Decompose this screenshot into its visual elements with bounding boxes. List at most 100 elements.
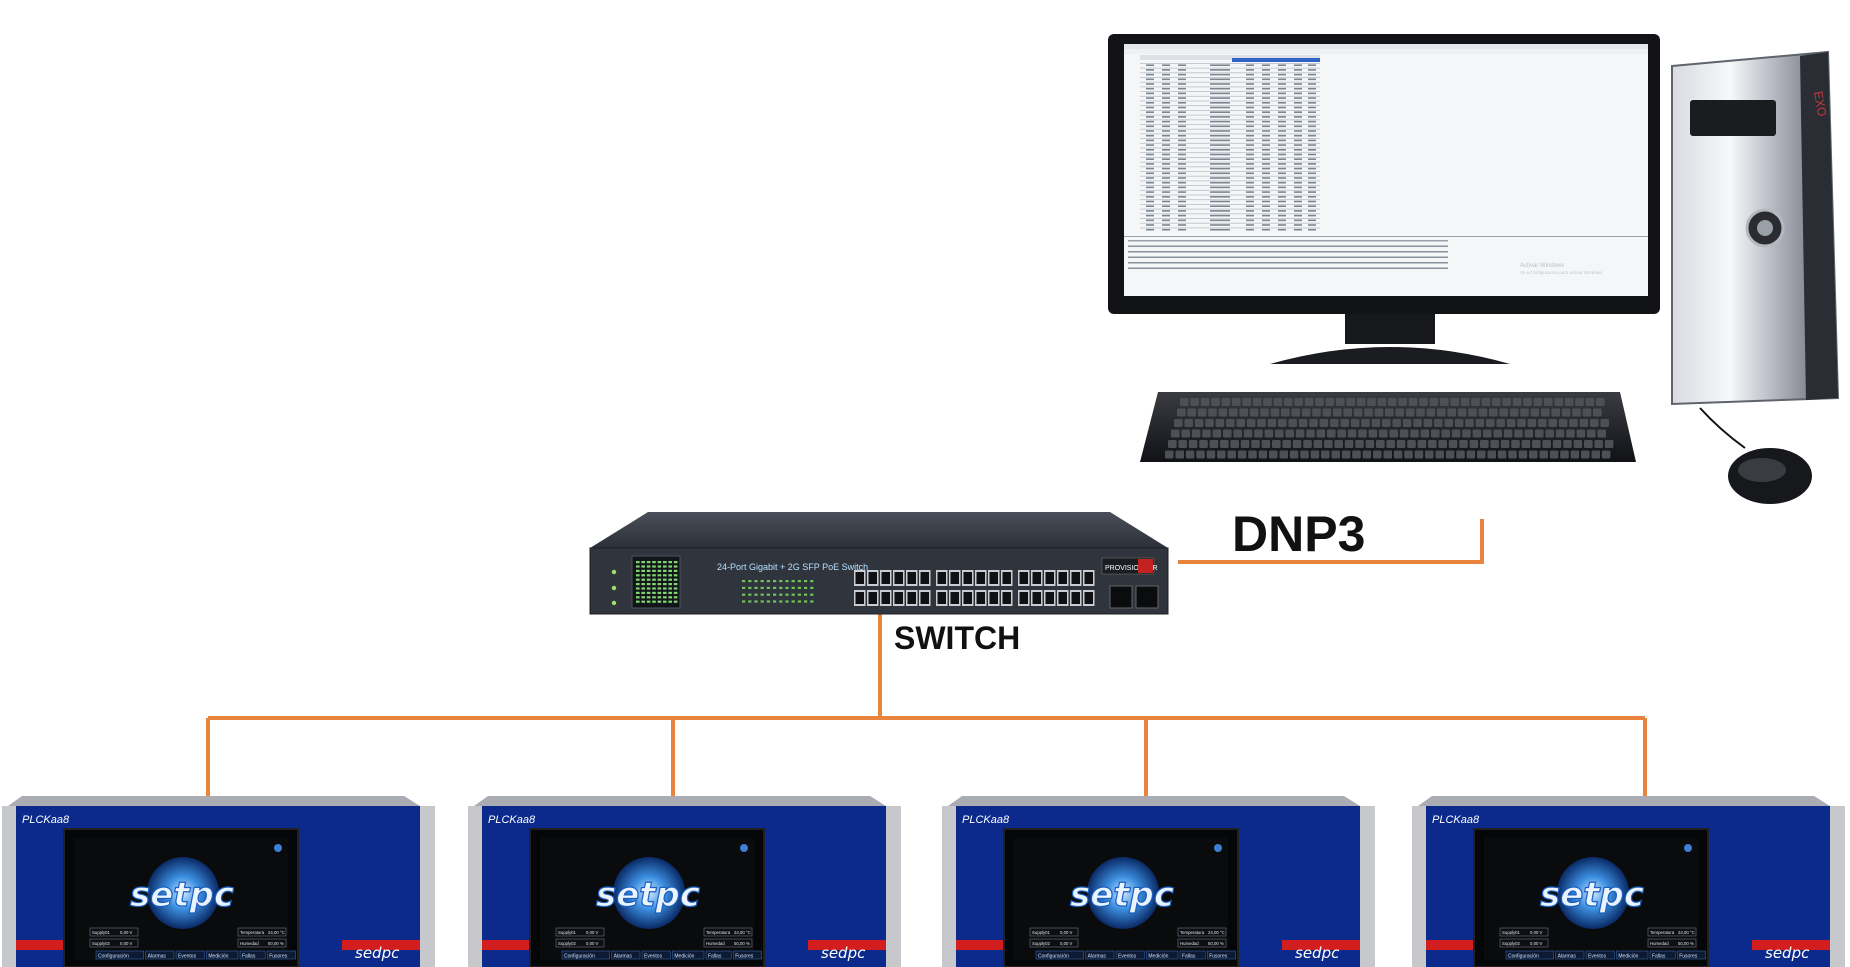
plc-field-label: Supply02	[558, 941, 577, 946]
plc-tab[interactable]: Medición	[674, 954, 694, 960]
plc-tab-bg	[1555, 950, 1585, 960]
plc-field-value: 0,00 V	[120, 941, 133, 946]
device-table	[1128, 240, 1448, 269]
plc-field-label: Humedad	[240, 941, 259, 946]
plc-field-label: Temperatura	[1650, 930, 1675, 935]
plc-tab[interactable]: Fallas	[708, 954, 722, 960]
plc-model-label: PLCKaa8	[1432, 814, 1480, 826]
plc-tab[interactable]: Alarmas	[614, 954, 633, 960]
plc-tab[interactable]: Medición	[1618, 954, 1638, 960]
plc-field-value: 0,00 V	[586, 930, 599, 935]
plc-tab-bg	[1035, 950, 1084, 960]
plc-tab[interactable]: Medición	[208, 954, 228, 960]
plc-model-label: PLCKaa8	[962, 814, 1010, 826]
plc-field-label: Supply01	[92, 930, 111, 935]
plc-field-value: 0,00 V	[1060, 941, 1073, 946]
plc-field-value: 24,00 °C	[734, 930, 751, 935]
plc-tab[interactable]: Configuración	[564, 954, 595, 960]
plc-tab[interactable]: Eventos	[178, 954, 197, 960]
plc-tab[interactable]: Eventos	[1118, 954, 1137, 960]
switch-ports	[854, 570, 1095, 606]
plc-model-label: PLCKaa8	[488, 814, 536, 826]
plc-tab[interactable]: Fallas	[1652, 954, 1666, 960]
plc-tab[interactable]: Fusores	[1679, 954, 1698, 960]
plc-tab-bg	[95, 950, 144, 960]
plc-tab-bg	[266, 950, 296, 960]
vendor-logo: sedpc	[355, 944, 400, 962]
plc-tab[interactable]: Eventos	[1588, 954, 1607, 960]
plc-field-value: 50,00 %	[734, 941, 750, 946]
plc-tab-bg	[1146, 950, 1179, 960]
watermark-title: Activar Windows	[1520, 263, 1564, 269]
plc-tab-bg	[175, 950, 205, 960]
vendor-logo: sedpc	[1295, 944, 1340, 962]
plc-tab-bg	[561, 950, 610, 960]
plc-tab[interactable]: Eventos	[644, 954, 663, 960]
mouse	[1728, 448, 1812, 504]
plc-tab[interactable]: Fusores	[269, 954, 288, 960]
plc-tab[interactable]: Alarmas	[1558, 954, 1577, 960]
event-table	[1140, 63, 1320, 231]
plc-field-label: Supply02	[1502, 941, 1521, 946]
plc-field-value: 24,00 °C	[1678, 930, 1695, 935]
plc-field-value: 0,00 V	[1530, 930, 1543, 935]
plc-tab[interactable]: Fusores	[1209, 954, 1228, 960]
plc-field-label: Supply02	[92, 941, 111, 946]
plc-field-label: Humedad	[1650, 941, 1669, 946]
dnp3-link	[1178, 519, 1484, 564]
globe-logo	[1557, 857, 1629, 929]
plc-field-value: 24,00 °C	[1208, 930, 1225, 935]
plc-field-label: Humedad	[706, 941, 725, 946]
plc-tab[interactable]: Configuración	[1038, 954, 1069, 960]
plc-field-value: 50,00 %	[1678, 941, 1694, 946]
plc-field-value: 24,00 °C	[268, 930, 285, 935]
vendor-logo: sedpc	[821, 944, 866, 962]
plc-field-label: Supply01	[1502, 930, 1521, 935]
plc-field-value: 0,00 V	[120, 930, 133, 935]
plc-tab[interactable]: Fallas	[1182, 954, 1196, 960]
plc-field-label: Temperatura	[240, 930, 265, 935]
plc-tab-bg	[1649, 950, 1676, 960]
plc-field-label: Temperatura	[1180, 930, 1205, 935]
plc-model-label: PLCKaa8	[22, 814, 70, 826]
globe-logo	[613, 857, 685, 929]
monitor: Activar Windows Ve a Configuración para …	[1108, 34, 1660, 364]
plc-tab[interactable]: Fusores	[735, 954, 754, 960]
plc-tab-bg	[705, 950, 732, 960]
plc-field-value: 0,00 V	[586, 941, 599, 946]
plc-field-value: 0,00 V	[1530, 941, 1543, 946]
screen-logo: setpc	[1070, 875, 1174, 915]
screen-logo: setpc	[1540, 875, 1644, 915]
switch-model-text: 24-Port Gigabit + 2G SFP PoE Switch	[717, 562, 868, 572]
plc-tab[interactable]: Alarmas	[148, 954, 167, 960]
dnp3-label: DNP3	[1232, 506, 1366, 562]
plc-tab[interactable]: Configuración	[1508, 954, 1539, 960]
plc-tab[interactable]: Alarmas	[1088, 954, 1107, 960]
plc-tab[interactable]: Medición	[1148, 954, 1168, 960]
plc-tab[interactable]: Fallas	[242, 954, 256, 960]
watermark-subtitle: Ve a Configuración para activar Windows	[1520, 270, 1603, 275]
plc-tab-bg	[611, 950, 641, 960]
plc-tab-bg	[239, 950, 266, 960]
plc-tab-bg	[1616, 950, 1649, 960]
plc-tab-bg	[206, 950, 239, 960]
plc-tab-bg	[1115, 950, 1145, 960]
network-switch: 24-Port Gigabit + 2G SFP PoE Switch PROV…	[589, 512, 1169, 615]
screen-logo: setpc	[130, 875, 234, 915]
globe-logo	[1087, 857, 1159, 929]
plc-tab-bg	[732, 950, 762, 960]
plc-tab-bg	[1585, 950, 1615, 960]
case-brand: EXO	[1811, 90, 1829, 117]
plc-tab[interactable]: Configuración	[98, 954, 129, 960]
plc-tab-bg	[1676, 950, 1706, 960]
plc-field-label: Supply01	[1032, 930, 1051, 935]
plc-field-label: Humedad	[1180, 941, 1199, 946]
plc-tab-bg	[145, 950, 175, 960]
switch-brand: PROVISION ISR	[1105, 565, 1158, 572]
